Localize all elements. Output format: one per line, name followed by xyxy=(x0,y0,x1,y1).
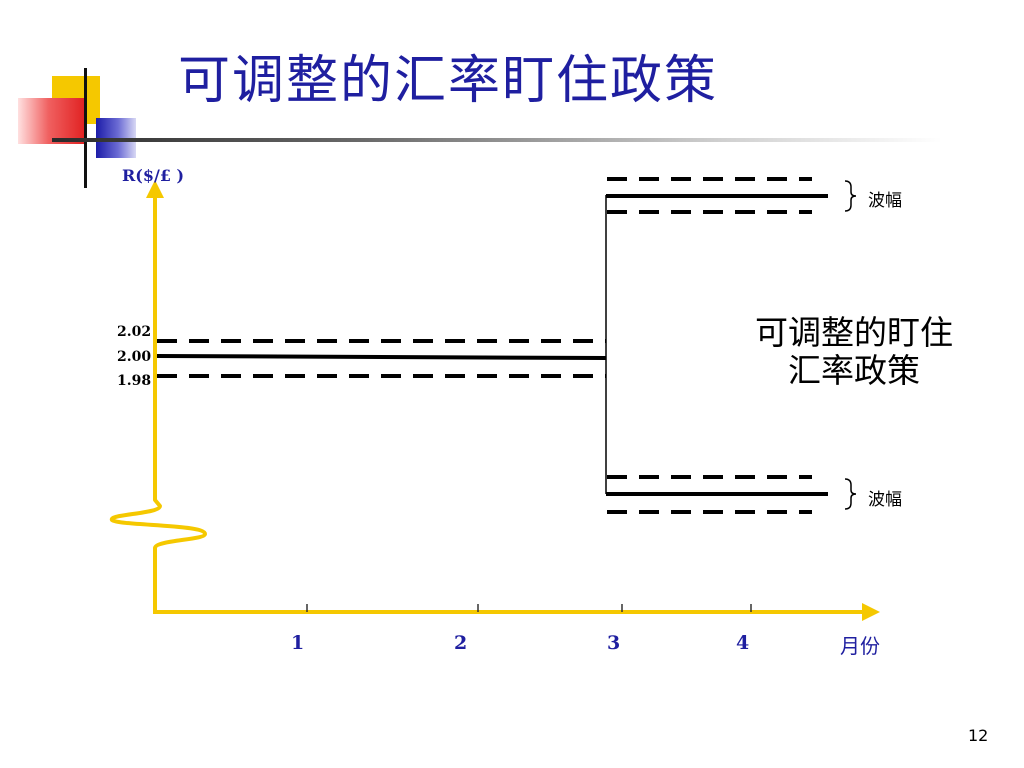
y-axis-arrowhead xyxy=(146,180,164,198)
policy-annotation: 可调整的盯住汇率政策 xyxy=(755,313,953,390)
y-tick-label: 2.00 xyxy=(117,349,152,365)
band-width-label-lower: 波幅 xyxy=(868,490,902,510)
title-underline xyxy=(52,138,942,142)
page-number: 12 xyxy=(968,726,989,745)
y-tick-label: 2.02 xyxy=(117,324,152,340)
y-axis-label: R($/£ ) xyxy=(122,166,185,185)
decor-red-block xyxy=(18,98,86,144)
x-tick-label: 1 xyxy=(291,632,305,654)
band-width-label-upper: 波幅 xyxy=(868,191,902,211)
decor-vertical-line xyxy=(84,68,87,188)
x-tick-label: 3 xyxy=(607,632,621,654)
x-axis-label: 月份 xyxy=(840,634,880,658)
initial-central-rate xyxy=(156,354,607,360)
x-tick-label: 4 xyxy=(736,632,750,654)
slide-title: 可调整的汇率盯住政策 xyxy=(178,51,719,111)
x-tick-label: 2 xyxy=(454,632,468,654)
lower-band-brace xyxy=(844,478,857,510)
y-axis-line xyxy=(109,194,207,612)
upper-band-brace xyxy=(844,180,857,212)
x-axis-arrowhead xyxy=(862,603,880,621)
y-tick-label: 1.98 xyxy=(117,373,152,389)
